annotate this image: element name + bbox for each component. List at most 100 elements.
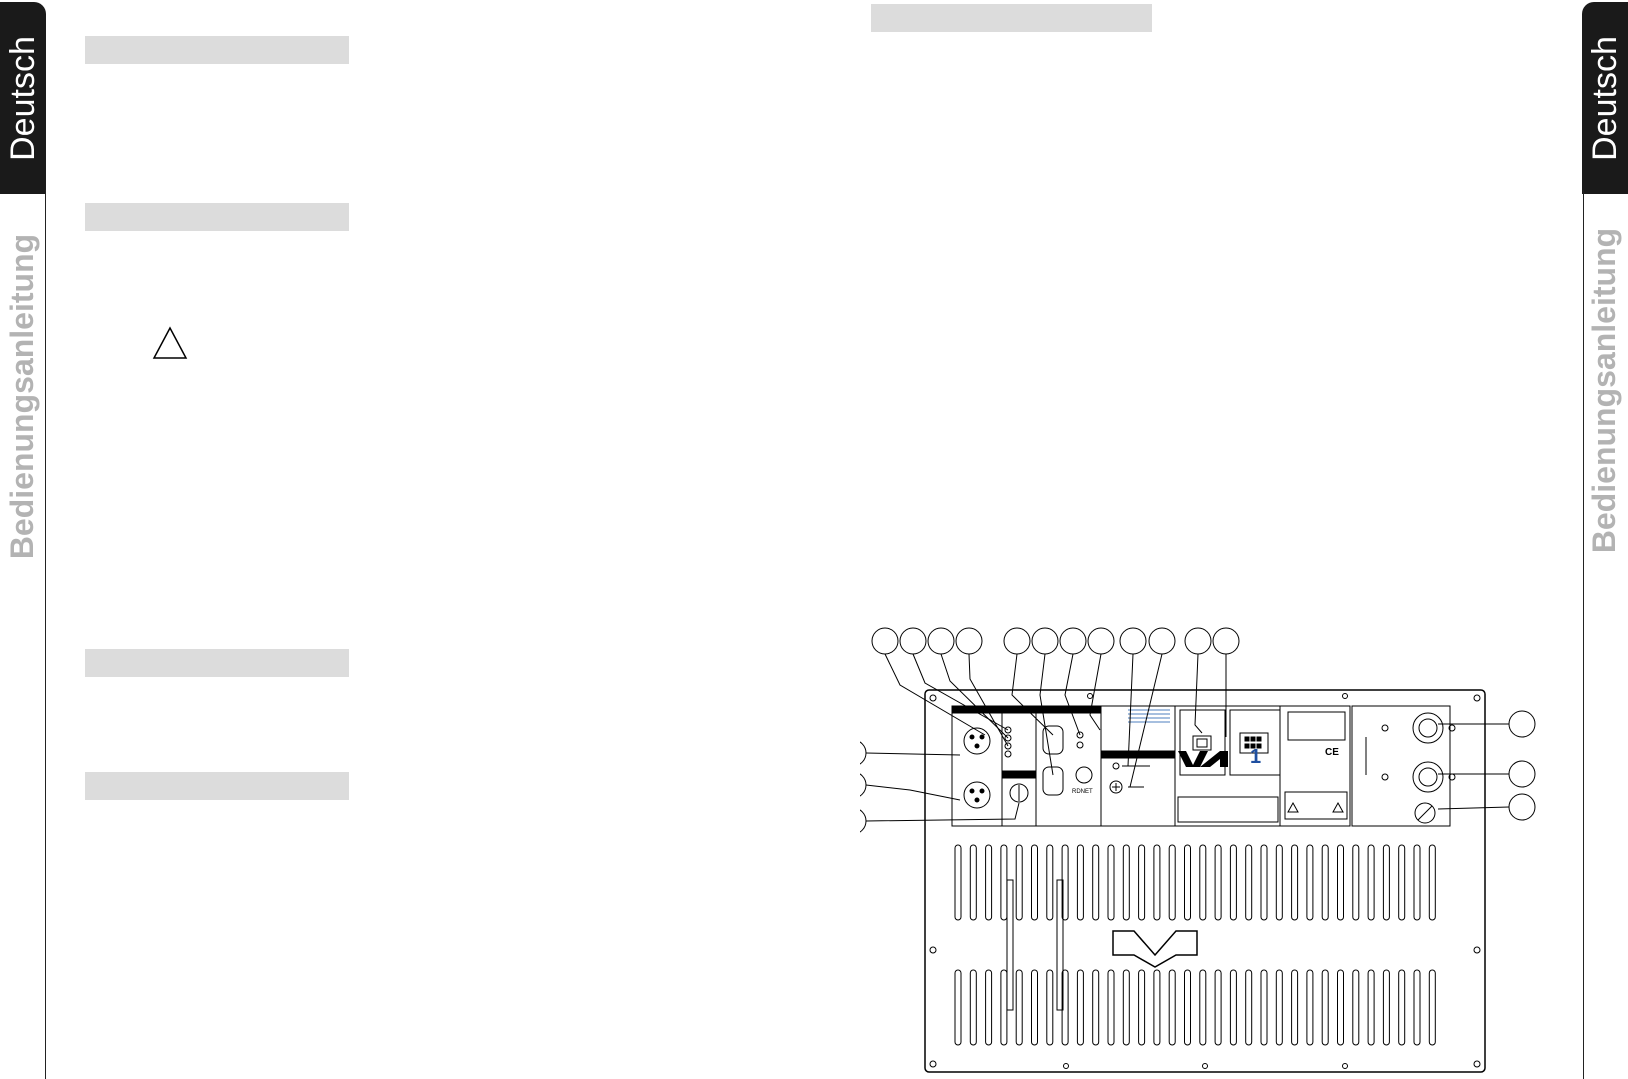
vent-slots <box>954 844 1436 1046</box>
handle-right <box>1056 879 1064 1011</box>
gain-knob <box>1009 783 1029 803</box>
vent-slot <box>1352 969 1360 1046</box>
vent-slot <box>1382 844 1390 921</box>
vent-slot <box>1015 969 1023 1046</box>
vent-slot <box>1184 969 1191 1046</box>
vent-slot <box>1382 969 1390 1046</box>
vent-slot <box>1245 969 1253 1046</box>
vent-slot <box>1153 844 1161 921</box>
vent-slot <box>1199 844 1207 921</box>
vent-slot <box>1214 969 1222 1046</box>
vent-slot <box>1337 969 1344 1046</box>
vent-slot <box>1413 969 1421 1046</box>
section-heading-bar-3 <box>85 649 349 677</box>
vent-slot <box>1291 969 1299 1046</box>
brand-logo-small <box>1178 751 1228 767</box>
ethercon-a <box>1042 725 1064 755</box>
section-heading-bar-right <box>871 4 1152 32</box>
fuse-holder <box>1414 802 1436 824</box>
vent-slot <box>1122 844 1130 921</box>
vent-slot <box>1306 844 1314 921</box>
vent-slot <box>1321 844 1329 921</box>
vent-slot <box>1398 844 1406 921</box>
module-label <box>1279 705 1351 827</box>
vent-slot <box>1291 844 1299 921</box>
vent-slot <box>1260 844 1268 921</box>
section-heading-bar-1 <box>85 36 349 64</box>
vent-slot <box>1367 844 1375 921</box>
manual-tab-right-label: Bedienungsanleitung <box>1586 227 1623 553</box>
vent-slot <box>1275 969 1283 1046</box>
language-tab-right-label: Deutsch <box>1585 35 1624 161</box>
module-usb <box>1179 709 1226 776</box>
vent-slot <box>1153 969 1161 1046</box>
vent-slot <box>1352 844 1360 921</box>
section-heading-bar-4 <box>85 772 349 800</box>
vent-slot <box>1031 969 1038 1046</box>
vent-slot <box>1076 844 1084 921</box>
warning-triangle-icon <box>152 326 188 359</box>
vent-slot <box>1138 969 1146 1046</box>
ce-mark: CE <box>1325 747 1339 758</box>
vent-slot <box>1031 844 1038 921</box>
vent-slot <box>1245 844 1253 921</box>
vent-slot <box>1061 844 1069 921</box>
vent-slot <box>1168 844 1176 921</box>
manual-tab-left-label: Bedienungsanleitung <box>4 233 41 559</box>
right-page-edge <box>1583 190 1584 1079</box>
powercon-out <box>1412 761 1444 793</box>
multi-pin-port <box>1239 732 1269 754</box>
vent-slot <box>1015 844 1023 921</box>
usb-port <box>1192 735 1212 751</box>
vent-slot <box>1199 969 1207 1046</box>
vent-slot <box>1428 844 1436 921</box>
vent-slot <box>1046 969 1054 1046</box>
rdnet-jack <box>1075 766 1093 784</box>
module-ethercon <box>1035 705 1102 827</box>
vent-slot <box>954 969 962 1046</box>
vent-slot <box>969 844 977 921</box>
vent-slot <box>1000 844 1008 921</box>
vent-slot <box>1168 969 1176 1046</box>
vent-slot <box>1184 844 1191 921</box>
vent-slot <box>1229 969 1237 1046</box>
vent-slot <box>985 969 993 1046</box>
language-tab-right[interactable]: Deutsch <box>1582 2 1628 194</box>
vent-slot <box>1337 844 1344 921</box>
vent-slot <box>1214 844 1222 921</box>
vent-slot <box>1092 844 1100 921</box>
vent-slot <box>1260 969 1268 1046</box>
vent-slot <box>1076 969 1084 1046</box>
manual-tab-left: Bedienungsanleitung <box>0 196 46 596</box>
vent-slot <box>1046 844 1054 921</box>
panel-screws <box>929 693 1481 1069</box>
xlr-input-a <box>963 727 991 755</box>
left-page-edge <box>45 190 46 1079</box>
vent-slot <box>1061 969 1069 1046</box>
section-heading-bar-2 <box>85 203 349 231</box>
language-tab-left[interactable]: Deutsch <box>0 2 46 194</box>
vent-slot <box>1229 844 1237 921</box>
handle-left <box>1006 879 1014 1011</box>
callouts <box>860 627 1536 833</box>
brand-lines <box>1128 709 1170 723</box>
vent-slot <box>954 844 962 921</box>
xlr-input-b <box>963 781 991 809</box>
vent-slot <box>1367 969 1375 1046</box>
vent-slot <box>1428 969 1436 1046</box>
module-power <box>1351 705 1451 827</box>
brand-logo-large <box>1112 930 1198 968</box>
vent-slot <box>1138 844 1146 921</box>
vent-slot <box>1306 969 1314 1046</box>
rdnet-label: RDNET <box>1072 789 1093 795</box>
language-tab-left-label: Deutsch <box>3 35 42 161</box>
vent-slot <box>1275 844 1283 921</box>
rear-panel-diagram: 1 RDNET CE <box>860 627 1536 1073</box>
vent-slot <box>969 969 977 1046</box>
manual-tab-right: Bedienungsanleitung <box>1582 190 1628 590</box>
model-number: 1 <box>1250 746 1261 768</box>
panel-outline <box>924 689 1486 1073</box>
vent-slot <box>1000 969 1008 1046</box>
vent-slot <box>1398 969 1406 1046</box>
ethercon-b <box>1042 766 1064 796</box>
